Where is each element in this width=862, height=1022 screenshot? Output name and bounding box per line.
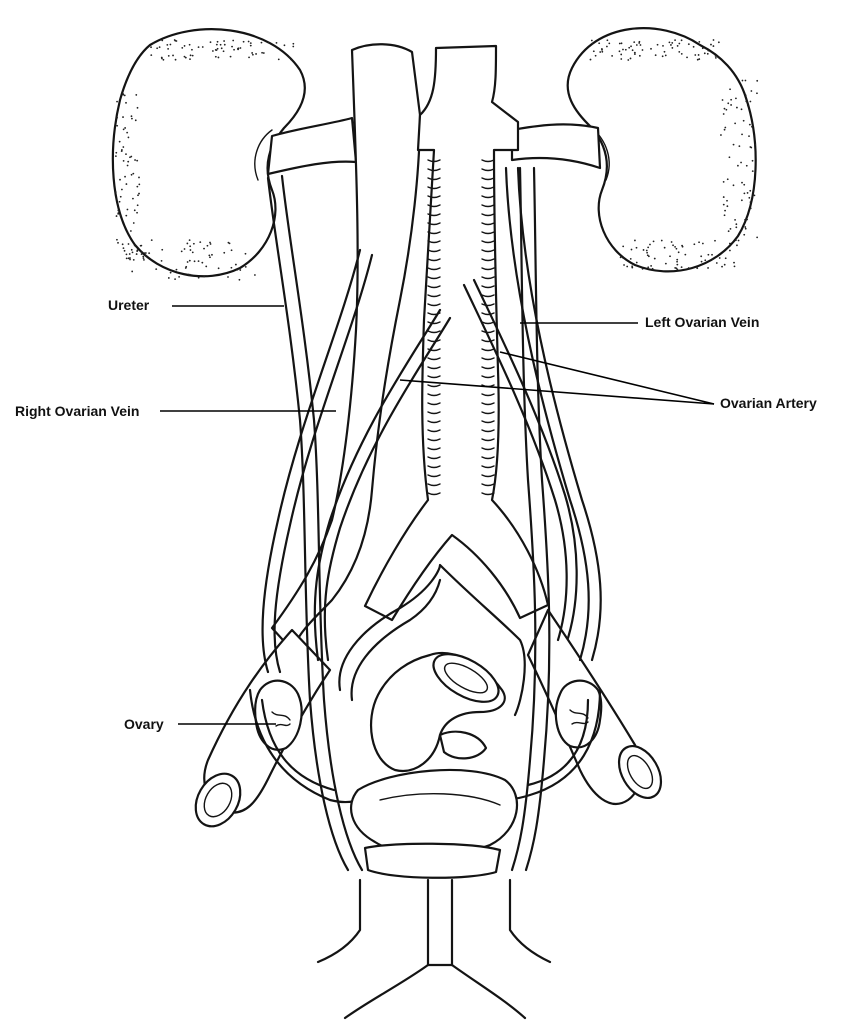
- inferior-vena-cava: [270, 43, 422, 652]
- ureters: [266, 166, 551, 872]
- rectum: [370, 651, 506, 773]
- label-ovary: Ovary: [124, 716, 164, 732]
- ovarian-veins: [261, 166, 602, 674]
- ovaries: [253, 679, 603, 751]
- ovarian-arteries: [313, 278, 578, 662]
- label-right-ovarian-vein: Right Ovarian Vein: [15, 403, 140, 419]
- label-ureter: Ureter: [108, 297, 150, 313]
- lower-pelvic-outlet: [316, 842, 552, 1020]
- leader-lines: [160, 305, 715, 725]
- uterus: [349, 768, 519, 857]
- pelvic-brim: [338, 563, 526, 717]
- label-left-ovarian-vein: Left Ovarian Vein: [645, 314, 760, 330]
- renal-veins: [266, 116, 602, 176]
- kidney-stipple: [114, 39, 759, 281]
- leader-ovarian-artery-2: [499, 351, 715, 405]
- right-kidney: [111, 28, 306, 278]
- label-ovarian-artery: Ovarian Artery: [720, 395, 817, 411]
- aorta: [363, 44, 550, 622]
- leader-ovarian-artery-1: [399, 379, 715, 405]
